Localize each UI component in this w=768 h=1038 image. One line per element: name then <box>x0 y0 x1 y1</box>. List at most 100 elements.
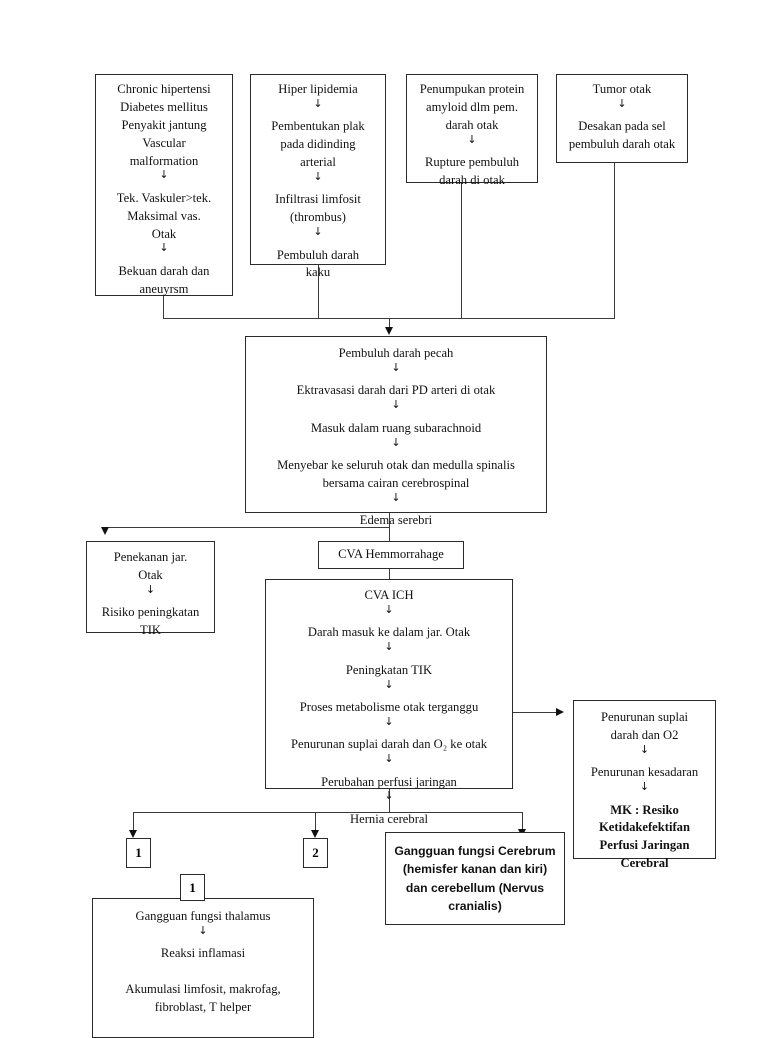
text-line: Diabetes mellitus <box>120 99 208 114</box>
connector-vascular-down <box>163 296 164 318</box>
spacer <box>91 595 210 604</box>
connector-drop-two <box>315 812 316 833</box>
arrow-down-icon: ↓ <box>198 923 208 937</box>
spacer <box>578 793 711 802</box>
text-line: Penumpukan protein <box>419 82 525 96</box>
text-line: Otak <box>151 226 177 241</box>
arrow-down-icon: ↓ <box>391 360 401 374</box>
connector-drop-one <box>133 812 134 833</box>
arrow-down-icon: ↓ <box>391 490 401 504</box>
text-line: Otak <box>138 567 163 582</box>
connector-merge-stem <box>389 318 390 331</box>
text-line: Menyebar ke seluruh otak dan medulla spi… <box>277 457 515 472</box>
node-risk-vascular-text: Chronic hipertensi Diabetes mellitus Pen… <box>100 81 228 299</box>
arrow-down-icon: ↓ <box>384 789 394 803</box>
arrow-down-icon: ↓ <box>384 640 394 654</box>
node-penurunan-suplai-text: Penurunan suplai darah dan O2 ↓ Penuruna… <box>578 709 711 873</box>
spacer <box>252 448 540 457</box>
text-line: Tumor otak <box>592 82 652 96</box>
text-line: CVA ICH <box>364 588 414 602</box>
text-line: malformation <box>129 153 199 168</box>
text-line: Hiper lipidemia <box>278 82 358 96</box>
node-risk-lipid: Hiper lipidemia ↓ Pembentukan plak pada … <box>250 74 386 279</box>
connector-amyloid-down <box>461 183 462 318</box>
arrow-down-icon: ↓ <box>391 398 401 412</box>
text-line: Peningkatan TIK <box>345 662 433 677</box>
text-line: MK : Resiko <box>610 802 679 817</box>
spacer <box>252 411 540 420</box>
text-line: Penekanan jar. <box>113 550 188 564</box>
text-line: Gangguan fungsi thalamus <box>135 909 271 923</box>
arrow-down-icon: ↓ <box>313 225 323 239</box>
arrow-down-icon: ↓ <box>467 132 477 146</box>
node-gangguan-cerebrum: Gangguan fungsi Cerebrum (hemisfer kanan… <box>385 832 565 925</box>
node-risk-vascular: Chronic hipertensi Diabetes mellitus Pen… <box>95 74 233 296</box>
text-line: (hemisfer kanan dan kiri) <box>402 862 548 877</box>
arrow-down-icon: ↓ <box>313 96 323 110</box>
connector-distribution-bus <box>133 812 522 813</box>
text-line: Ektravasasi darah dari PD arteri di otak <box>296 383 496 398</box>
text-line: Desakan pada sel <box>578 119 666 134</box>
text-line: Infiltrasi limfosit <box>275 192 361 207</box>
node-risk-amyloid-text: Penumpukan protein amyloid dlm pem. dara… <box>411 81 533 190</box>
connector-lipid-down <box>318 265 319 318</box>
arrow-down-icon: ↓ <box>313 169 323 183</box>
connector-drop-cerebrum <box>522 812 523 833</box>
arrow-down-icon: ↓ <box>384 752 394 766</box>
text-line: Pembentukan plak <box>271 119 365 134</box>
node-rupture-cascade-text: Pembuluh darah pecah ↓ Ektravasasi darah… <box>252 345 540 530</box>
connector-hemmorrahage-to-ich <box>389 569 390 579</box>
spacer <box>271 802 507 811</box>
text-line: fibroblast, T helper <box>154 1000 252 1015</box>
node-penekanan-jar-otak: Penekanan jar. Otak ↓ Risiko peningkatan… <box>86 541 215 637</box>
node-penekanan-text: Penekanan jar. Otak ↓ Risiko peningkatan… <box>91 549 210 640</box>
text-line: Darah masuk ke dalam jar. Otak <box>307 625 471 640</box>
connector-box-one-left[interactable]: 1 <box>126 838 151 868</box>
arrow-down-icon-merge <box>385 327 393 335</box>
spacer <box>255 182 381 191</box>
text-line: arterial <box>300 155 336 170</box>
arrow-down-icon: ↓ <box>617 96 627 110</box>
arrow-down-icon: ↓ <box>391 435 401 449</box>
spacer <box>100 181 228 190</box>
text-line: amyloid dlm pem. <box>426 99 518 114</box>
spacer <box>255 109 381 118</box>
connector-box-two[interactable]: 2 <box>303 838 328 868</box>
node-risk-amyloid: Penumpukan protein amyloid dlm pem. dara… <box>406 74 538 187</box>
arrow-down-icon-one <box>129 830 137 838</box>
connector-tumor-down <box>614 163 615 318</box>
connector-box-one-bottom[interactable]: 1 <box>180 874 205 901</box>
spacer <box>271 765 507 774</box>
node-cva-hemmorrahage: CVA Hemmorrahage <box>318 541 464 569</box>
node-penurunan-suplai: Penurunan suplai darah dan O2 ↓ Penuruna… <box>573 700 716 870</box>
connector-cva-stem <box>389 527 390 541</box>
text-line: Penurunan suplai darah dan O₂ ke otak <box>290 737 488 752</box>
arrow-right-icon-suplai <box>556 708 564 716</box>
arrow-down-icon: ↓ <box>159 168 169 182</box>
spacer <box>561 109 683 118</box>
text-line: kaku <box>305 265 331 280</box>
arrow-down-icon: ↓ <box>145 582 156 596</box>
node-risk-tumor: Tumor otak ↓ Desakan pada sel pembuluh d… <box>556 74 688 163</box>
node-cva-hemmorrahage-text: CVA Hemmorrahage <box>319 546 463 564</box>
node-gangguan-thalamus-text: Gangguan fungsi thalamus ↓ Reaksi inflam… <box>98 908 308 1017</box>
text-line: Rupture pembuluh <box>424 155 520 170</box>
node-risk-lipid-text: Hiper lipidemia ↓ Pembentukan plak pada … <box>255 81 381 282</box>
text-line: Bekuan darah dan <box>118 263 210 278</box>
arrow-down-icon: ↓ <box>384 714 394 728</box>
text-line: dan cerebellum (Nervus <box>405 880 545 895</box>
node-cva-ich-text: CVA ICH ↓ Darah masuk ke dalam jar. Otak… <box>271 587 507 829</box>
text-line: aneuyrsm <box>139 281 189 296</box>
node-rupture-cascade: Pembuluh darah pecah ↓ Ektravasasi darah… <box>245 336 547 527</box>
arrow-down-icon: ↓ <box>159 241 169 255</box>
spacer <box>252 373 540 382</box>
connector-label: 1 <box>135 845 142 860</box>
text-line: Tek. Vaskuler>tek. <box>116 190 212 205</box>
text-line: (thrombus) <box>290 210 346 225</box>
arrow-down-icon: ↓ <box>639 742 650 756</box>
text-line: Risiko peningkatan <box>101 605 200 620</box>
spacer <box>98 963 308 972</box>
text-line: pembuluh darah otak <box>568 137 676 152</box>
connector-suplai-to-penurunan <box>513 712 557 713</box>
text-line: Edema serebri <box>359 513 433 528</box>
